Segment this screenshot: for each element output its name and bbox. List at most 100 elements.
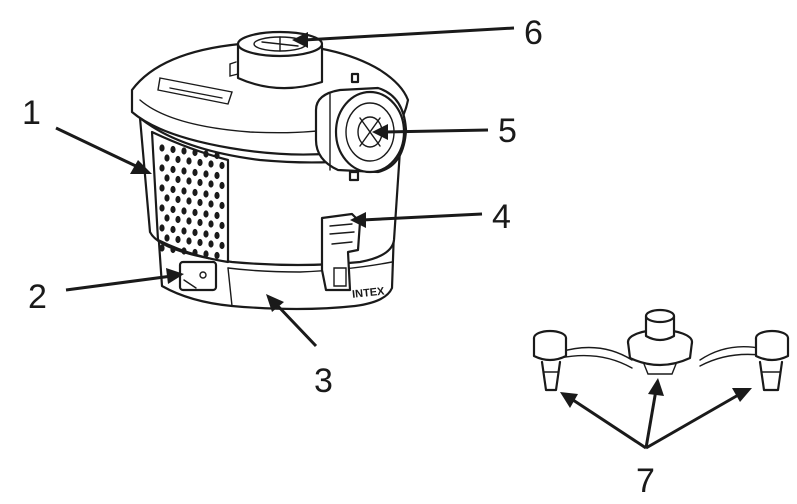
arrowhead-5 (372, 124, 388, 140)
vent-slot (170, 185, 176, 194)
vent-slot (219, 241, 225, 250)
vent-slot (197, 238, 203, 247)
vent-slot (159, 244, 165, 252)
callout-2: 2 (28, 278, 47, 316)
vent-slot (181, 247, 187, 255)
leader-5 (383, 128, 489, 134)
vent-slot (159, 144, 165, 152)
nozzle-adapters (532, 308, 790, 392)
vent-slot (208, 180, 214, 188)
vent-slot (214, 251, 220, 260)
arrowhead-4 (350, 212, 366, 228)
vent-slot (164, 194, 170, 202)
vent-slot (164, 234, 170, 242)
vent-slot (170, 145, 176, 154)
vent-slot (214, 211, 220, 220)
vent-slot (192, 148, 198, 157)
vent-slot (203, 170, 209, 178)
brand-mark: INTEX (352, 285, 386, 300)
vent-slot (203, 250, 209, 258)
callout-5: 5 (498, 112, 517, 150)
arrowhead-7c (732, 388, 752, 402)
callout-7: 7 (636, 462, 655, 500)
side-latch (320, 212, 362, 292)
vent-slot (203, 190, 209, 198)
leader-arrows (55, 26, 752, 450)
vent-slot (186, 177, 192, 185)
vent-slot (219, 221, 225, 230)
vent-slot (214, 191, 220, 200)
vent-slot (170, 165, 176, 174)
vent-slots (159, 144, 225, 260)
vent-slot (164, 214, 170, 222)
callout-numbers: 1 2 3 4 5 6 7 (22, 14, 655, 500)
vent-slot (175, 235, 181, 244)
vent-slot (175, 155, 181, 164)
vent-slot (219, 181, 225, 190)
vent-slot (186, 237, 192, 245)
vent-slot (159, 204, 165, 212)
vent-slot (170, 225, 176, 234)
leader-6 (303, 26, 515, 42)
nozzle-right (754, 329, 790, 392)
leader-7c (645, 392, 741, 450)
arrowhead-3 (266, 294, 284, 312)
vent-slot (203, 210, 209, 218)
vent-slot (170, 205, 176, 214)
vent-slot (175, 175, 181, 184)
vent-slot (181, 147, 187, 155)
arrowhead-1 (130, 160, 152, 174)
vent-slot (164, 174, 170, 182)
vent-slot (159, 224, 165, 232)
vent-slot (208, 220, 214, 228)
vent-slot (181, 207, 187, 215)
callout-3: 3 (314, 362, 333, 400)
leader-7a (569, 396, 647, 450)
vent-slot (197, 158, 203, 167)
vent-slot (197, 198, 203, 207)
vent-slot (219, 161, 225, 170)
vent-slot (208, 200, 214, 208)
vent-slot (164, 154, 170, 162)
arrowhead-6 (292, 32, 308, 48)
vent-slot (192, 248, 198, 257)
leader-1 (55, 126, 141, 170)
vent-slot (186, 217, 192, 225)
arrowhead-7b (648, 378, 664, 396)
vent-slot (192, 208, 198, 217)
callout-6: 6 (524, 14, 543, 52)
vent-slot (192, 228, 198, 237)
callout-4: 4 (492, 198, 511, 236)
vent-slot (181, 227, 187, 235)
power-switch (178, 260, 218, 292)
nozzle-left (532, 329, 568, 392)
leader-3 (274, 302, 318, 348)
vent-slot (181, 187, 187, 195)
vent-slot (214, 151, 220, 160)
vent-slot (170, 245, 176, 254)
arrowhead-7a (560, 392, 578, 408)
vent-slot (203, 230, 209, 238)
vent-slot (197, 178, 203, 187)
vent-slot (159, 164, 165, 172)
vent-slot (186, 157, 192, 165)
vent-slot (175, 215, 181, 224)
vent-slot (208, 160, 214, 168)
vent-slot (175, 195, 181, 204)
vent-slot (192, 168, 198, 177)
nozzle-center (626, 308, 694, 375)
pump-illustration: INTEX (130, 30, 410, 311)
callout-1: 1 (22, 94, 41, 132)
vent-slot (208, 240, 214, 248)
vent-slot (203, 150, 209, 158)
arrowhead-2 (166, 268, 184, 284)
vent-slot (197, 218, 203, 227)
leader-4 (361, 212, 483, 222)
leader-7b (644, 389, 658, 449)
vent-slot (219, 201, 225, 210)
vent-slot (214, 171, 220, 180)
top-valve-port (229, 30, 324, 90)
vent-slot (186, 197, 192, 205)
vent-slot (159, 184, 165, 192)
